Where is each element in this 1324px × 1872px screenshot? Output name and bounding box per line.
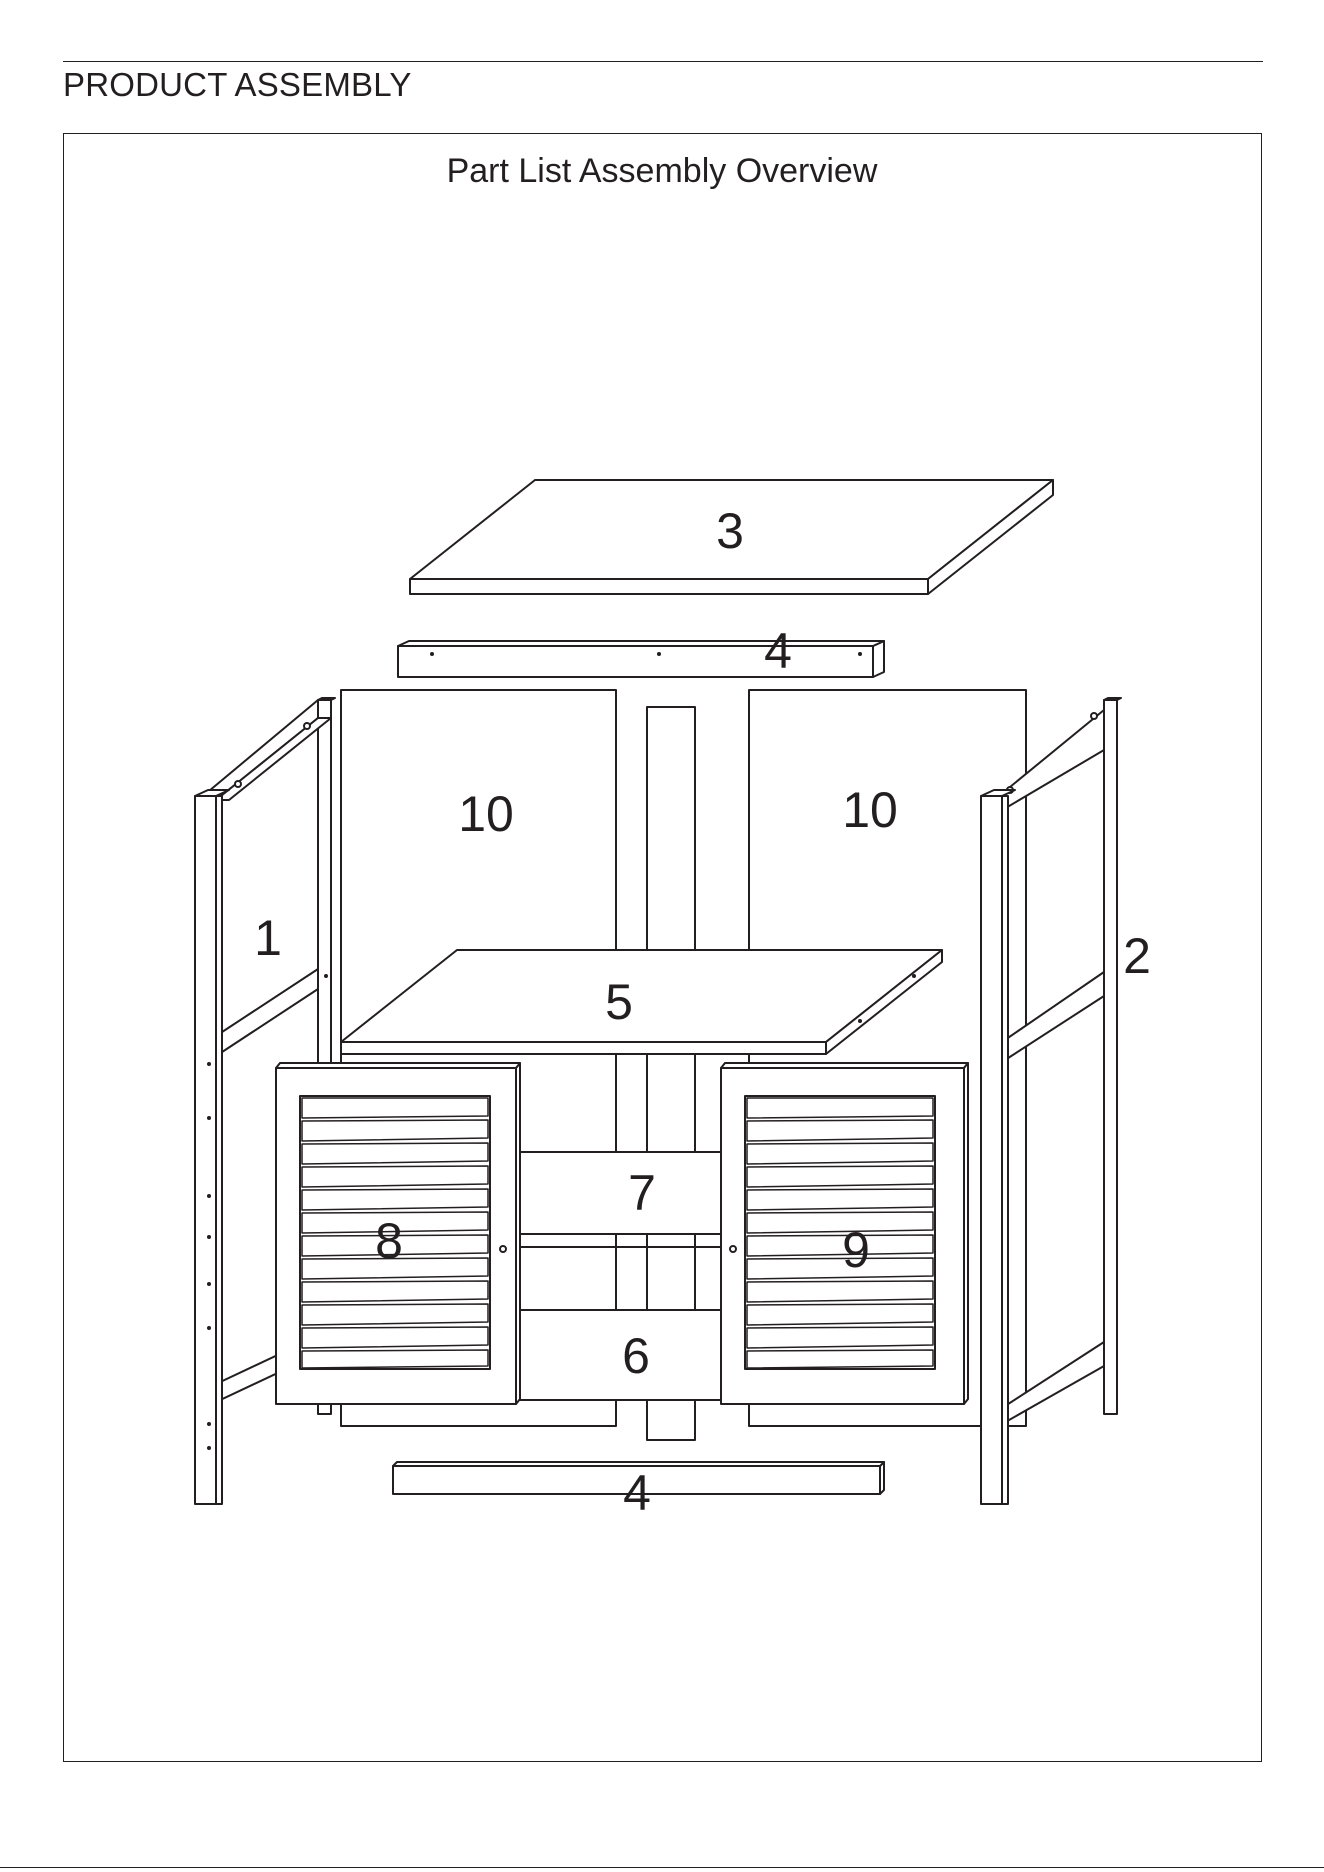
label-part-2: 2 [1123, 928, 1151, 984]
label-part-10-right: 10 [842, 782, 898, 838]
label-part-5: 5 [605, 974, 633, 1030]
part-4-top-rail [398, 641, 884, 677]
part-6-bottom-panel [518, 1310, 722, 1400]
label-part-3: 3 [716, 503, 744, 559]
label-part-4-bottom: 4 [623, 1465, 651, 1521]
label-part-10-left: 10 [458, 786, 514, 842]
label-part-4-top: 4 [764, 623, 792, 679]
footer-rule [0, 1867, 1324, 1868]
part-7-middle-rail [518, 1152, 722, 1247]
label-part-1: 1 [254, 910, 282, 966]
label-part-9: 9 [842, 1222, 870, 1278]
label-part-6: 6 [622, 1328, 650, 1384]
label-part-7: 7 [628, 1165, 656, 1221]
label-part-8: 8 [375, 1213, 403, 1269]
part-2-right-side-frame [981, 698, 1121, 1504]
